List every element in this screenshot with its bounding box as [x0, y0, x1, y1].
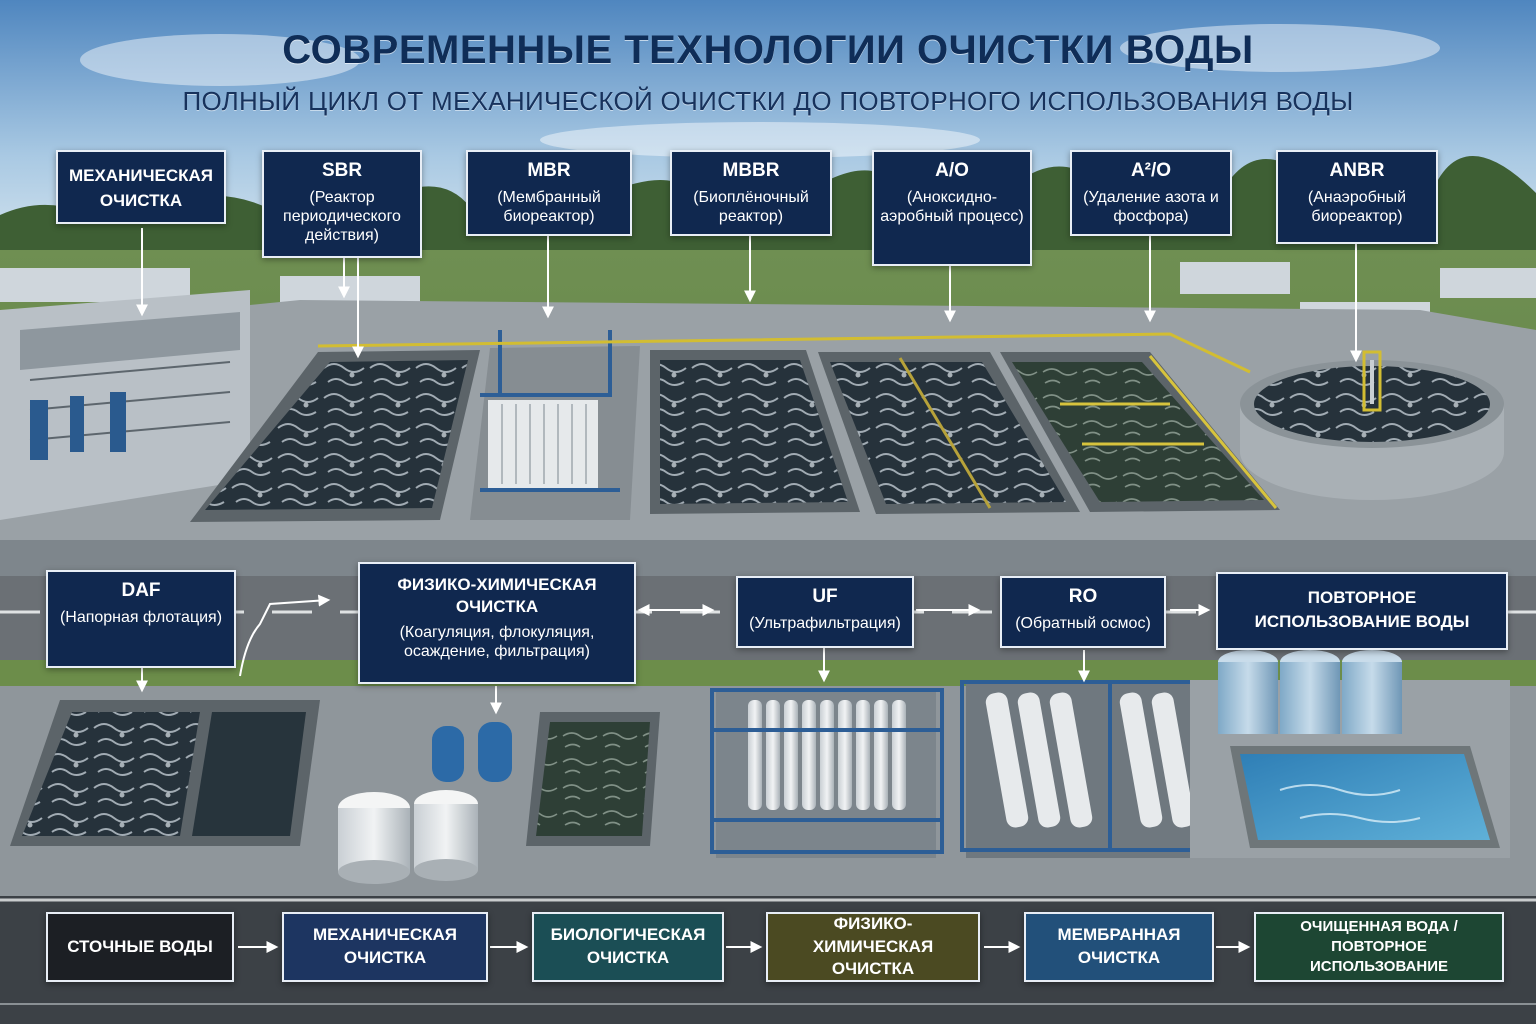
label-sbr-name: SBR — [321, 160, 363, 181]
label-a2o-desc: (Удаление азота и фосфора) — [1083, 188, 1219, 225]
page-subtitle: ПОЛНЫЙ ЦИКЛ ОТ МЕХАНИЧЕСКОЙ ОЧИСТКИ ДО П… — [182, 86, 1354, 116]
label-reuse: ПОВТОРНОЕ ИСПОЛЬЗОВАНИЕ ВОДЫ — [1216, 572, 1508, 650]
label-a2o: A²/O (Удаление азота и фосфора) — [1070, 150, 1232, 236]
flow-step-wastewater: СТОЧНЫЕ ВОДЫ — [46, 912, 234, 982]
label-physchem: ФИЗИКО-ХИМИЧЕСКАЯ ОЧИСТКА (Коагуляция, ф… — [358, 562, 636, 684]
flow-step-clean-water: ОЧИЩЕННАЯ ВОДА / ПОВТОРНОЕ ИСПОЛЬЗОВАНИЕ — [1254, 912, 1504, 982]
label-mechanical-name: МЕХАНИЧЕСКАЯ ОЧИСТКА — [68, 166, 214, 210]
label-anbr: ANBR (Анаэробный биореактор) — [1276, 150, 1438, 244]
label-mbbr-desc: (Биоплёночный реактор) — [693, 188, 809, 225]
label-anbr-name: ANBR — [1329, 160, 1385, 181]
label-ao-name: A/O — [935, 160, 969, 181]
flow-step-mechanical: МЕХАНИЧЕСКАЯ ОЧИСТКА — [282, 912, 488, 982]
label-anbr-desc: (Анаэробный биореактор) — [1307, 188, 1407, 225]
flow-step-biological: БИОЛОГИЧЕСКАЯ ОЧИСТКА — [532, 912, 724, 982]
label-mbr: MBR (Мембранный биореактор) — [466, 150, 632, 236]
page-title: СОВРЕМЕННЫЕ ТЕХНОЛОГИИ ОЧИСТКИ ВОДЫ — [282, 28, 1254, 72]
label-ro-name: RO — [1068, 586, 1098, 607]
label-mbbr: MBBR (Биоплёночный реактор) — [670, 150, 832, 236]
label-daf-desc: (Напорная флотация) — [59, 608, 223, 626]
label-physchem-name: ФИЗИКО-ХИМИЧЕСКАЯ ОЧИСТКА — [397, 575, 597, 617]
label-ro: RO (Обратный осмос) — [1000, 576, 1166, 648]
label-ao-desc: (Аноксидно-аэробный процесс) — [880, 188, 1024, 225]
label-sbr-desc: (Реактор периодического действия) — [283, 188, 401, 245]
label-mbr-desc: (Мембранный биореактор) — [497, 188, 601, 225]
label-mechanical: МЕХАНИЧЕСКАЯ ОЧИСТКА — [56, 150, 226, 224]
label-sbr: SBR (Реактор периодического действия) — [262, 150, 422, 258]
label-daf-name: DAF — [121, 580, 161, 601]
flow-step-physchem: ФИЗИКО-ХИМИЧЕСКАЯ ОЧИСТКА — [766, 912, 980, 982]
label-ao: A/O (Аноксидно-аэробный процесс) — [872, 150, 1032, 266]
label-mbbr-name: MBBR — [722, 160, 780, 181]
label-uf-desc: (Ультрафильтрация) — [749, 614, 901, 632]
flow-step-membrane: МЕМБРАННАЯ ОЧИСТКА — [1024, 912, 1214, 982]
label-physchem-desc: (Коагуляция, флокуляция, осаждение, филь… — [399, 624, 595, 661]
label-ro-desc: (Обратный осмос) — [1015, 614, 1151, 632]
label-mbr-name: MBR — [527, 160, 571, 181]
label-a2o-name: A²/O — [1130, 160, 1172, 181]
label-reuse-name: ПОВТОРНОЕ ИСПОЛЬЗОВАНИЕ ВОДЫ — [1254, 588, 1470, 631]
label-uf-name: UF — [812, 586, 838, 607]
label-uf: UF (Ультрафильтрация) — [736, 576, 914, 648]
label-daf: DAF (Напорная флотация) — [46, 570, 236, 668]
